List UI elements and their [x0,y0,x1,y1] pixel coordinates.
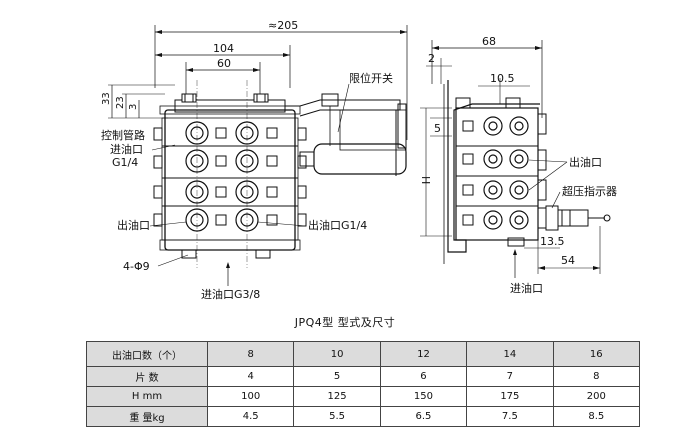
technical-drawing: ≈205 104 60 33 23 3 [101,19,617,301]
label-inlet-top: 进油口 [110,142,143,156]
table-cell: 175 [466,386,554,407]
label-outlet-right: 出油口G1/4 [308,218,367,232]
label-inlet-side-bottom: 进油口 [510,281,543,295]
table-cell: 14 [466,341,554,367]
row-label: 出油口数（个） [86,341,208,367]
table-cell: 4.5 [206,406,295,427]
front-view: ≈205 104 60 33 23 3 [101,19,408,301]
dim-overall: ≈205 [268,19,298,32]
label-control-line: 控制管路 [101,128,145,142]
table-cell: 7 [466,366,554,387]
table-cell: 5 [293,366,381,387]
table-cell: 150 [379,386,468,407]
dim-width-104: 104 [213,42,234,55]
dim-width-60: 60 [217,57,231,70]
dim-5: 5 [434,122,441,135]
dim-2: 2 [428,52,435,65]
dim-H: H [419,176,432,184]
dim-54: 54 [561,254,575,267]
dim-13-5: 13.5 [540,235,565,248]
dim-3: 3 [128,104,139,110]
table-cell: 200 [552,386,641,407]
table-cell: 8 [552,366,641,387]
row-label: H mm [86,386,208,407]
label-inlet-top-size: G1/4 [112,156,138,169]
dim-10-5: 10.5 [490,72,515,85]
table-cell: 8.5 [552,406,641,427]
table-cell: 10 [293,341,381,367]
table-cell: 5.5 [293,406,381,427]
row-label: 重 量kg [86,406,208,427]
table-cell: 7.5 [466,406,554,427]
label-overpressure: 超压指示器 [562,184,617,198]
dim-33: 33 [101,92,112,105]
table-cell: 12 [379,341,468,367]
label-outlet-side: 出油口 [569,155,602,169]
figure-caption: JPQ4型 型式及尺寸 [294,316,396,329]
table-cell: 16 [552,341,641,367]
table-cell: 4 [206,366,295,387]
label-outlet-left: 出油口 [117,218,150,232]
table-cell: 8 [206,341,295,367]
table-cell: 6.5 [379,406,468,427]
side-view: 68 2 10.5 5 H [419,35,617,295]
label-limit-switch: 限位开关 [349,71,393,85]
row-label: 片 数 [86,366,208,387]
dim-68: 68 [482,35,496,48]
table-cell: 100 [206,386,295,407]
dim-23: 23 [115,96,126,109]
label-inlet-bottom: 进油口G3/8 [201,287,260,301]
label-holes: 4-Φ9 [123,260,150,273]
table-cell: 6 [379,366,468,387]
table-cell: 125 [293,386,381,407]
